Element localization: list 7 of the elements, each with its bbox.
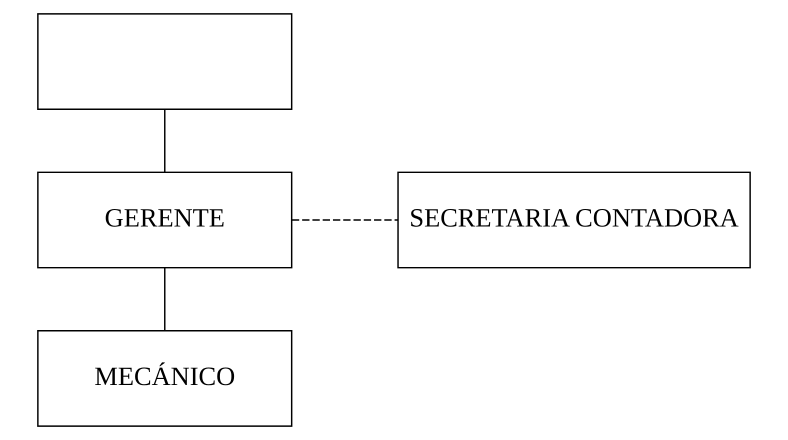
connector [164, 109, 166, 172]
node-box: GERENTE [37, 172, 292, 268]
connector [292, 219, 398, 221]
node-box: MECÁNICO [37, 330, 292, 427]
node-box: SECRETARIA CONTADORA [397, 172, 751, 268]
connector [164, 268, 166, 331]
node-box [37, 13, 292, 110]
